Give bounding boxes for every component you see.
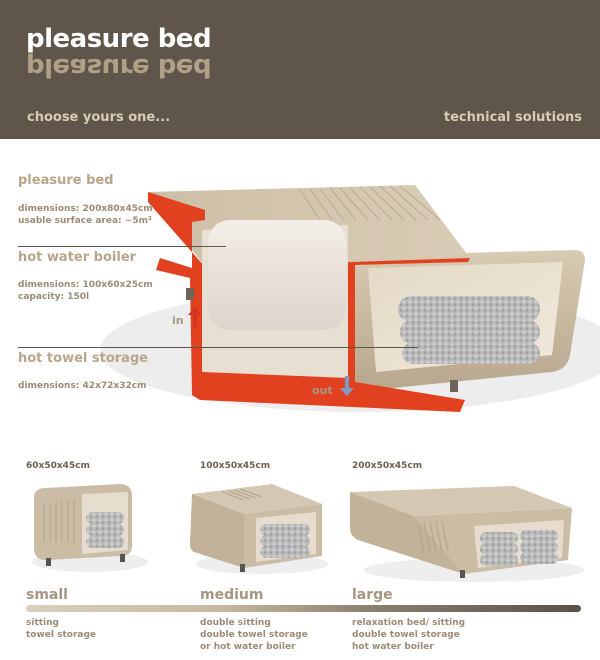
inlet-arrow-icon: [188, 307, 202, 327]
desc-line: towel storage: [26, 630, 97, 640]
spec-bed-surface: usable surface area: ~5m²: [18, 216, 152, 226]
size-medium: 100x50x45cm: [200, 461, 271, 471]
spec-bed-title: pleasure bed: [18, 173, 114, 188]
desc-line: double towel storage: [200, 630, 308, 640]
boiler-tank: [208, 220, 346, 330]
technical-solutions-link[interactable]: technical solutions: [443, 110, 582, 125]
inlet-label: in: [172, 314, 184, 327]
leader-towel: [18, 347, 418, 348]
spec-towel-title: hot towel storage: [18, 351, 149, 366]
spec-boiler-dimensions: dimensions: 100x60x25cm: [18, 280, 153, 290]
variant-small-label[interactable]: small: [26, 587, 68, 603]
header-banner: pleasure bed pleasure bed choose yours o…: [0, 0, 600, 139]
large-unit-image[interactable]: [344, 480, 584, 590]
leader-boiler: [18, 246, 226, 247]
medium-unit-image[interactable]: [182, 476, 332, 586]
desc-line: double towel storage: [352, 630, 460, 640]
page-title-reflection: pleasure bed: [26, 52, 212, 82]
spec-bed-dimensions: dimensions: 200x80x45cm: [18, 204, 153, 214]
variant-medium-label[interactable]: medium: [200, 587, 264, 603]
variant-small-desc: sitting towel storage: [26, 617, 96, 641]
size-gradient-bar: [26, 605, 581, 612]
desc-line: double sitting: [200, 618, 271, 628]
bed-cutaway-illustration: [100, 185, 600, 412]
outlet-arrow-icon: [340, 376, 354, 396]
choose-link[interactable]: choose yours one...: [27, 110, 171, 125]
towel-stack: [398, 296, 540, 364]
variant-large-desc: relaxation bed/ sitting double towel sto…: [352, 617, 465, 653]
page-title: pleasure bed: [26, 24, 212, 54]
size-small: 60x50x45cm: [26, 461, 90, 471]
desc-line: or hot water boiler: [200, 642, 296, 652]
spec-boiler-capacity: capacity: 150l: [18, 292, 90, 302]
small-unit-image[interactable]: [20, 476, 150, 586]
spec-boiler-title: hot water boiler: [18, 250, 137, 265]
size-large: 200x50x45cm: [352, 461, 423, 471]
variant-medium-desc: double sitting double towel storage or h…: [200, 617, 308, 653]
outlet-label: out: [312, 384, 333, 397]
desc-line: hot water boiler: [352, 642, 434, 652]
desc-line: relaxation bed/ sitting: [352, 618, 466, 628]
desc-line: sitting: [26, 618, 59, 628]
variant-large-label[interactable]: large: [352, 587, 393, 603]
spec-towel-dimensions: dimensions: 42x72x32cm: [18, 381, 147, 391]
